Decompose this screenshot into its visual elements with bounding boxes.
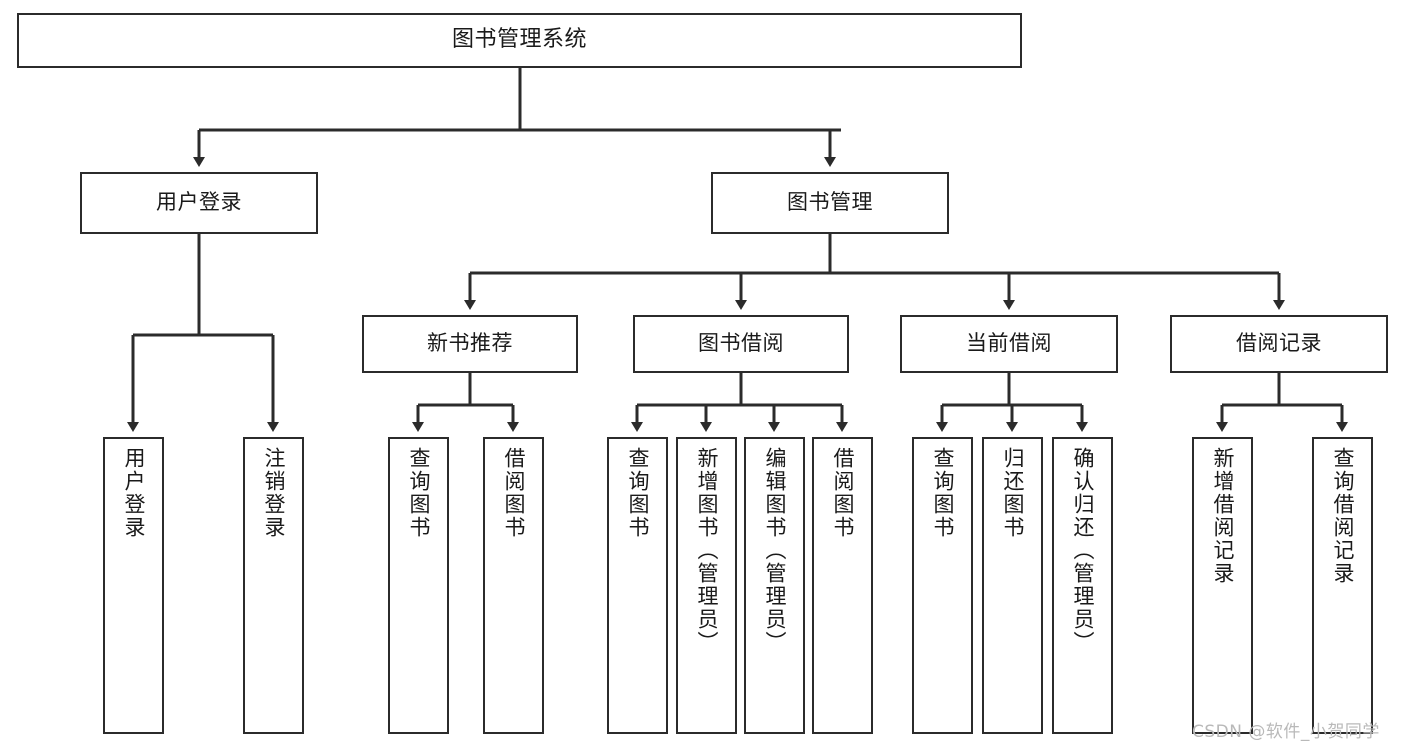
- node-label: 新增图书（管理员）: [695, 447, 719, 654]
- node-label: 查询图书: [407, 447, 431, 539]
- node-leaf-user-login[interactable]: 用户登录: [103, 437, 164, 734]
- node-book-manage[interactable]: 图书管理: [711, 172, 949, 234]
- node-label: 查询图书: [626, 447, 650, 539]
- node-leaf-logout-login[interactable]: 注销登录: [243, 437, 304, 734]
- node-leaf-return-book[interactable]: 归还图书: [982, 437, 1043, 734]
- node-label: 图书管理: [787, 190, 873, 215]
- node-label: 查询图书: [931, 447, 955, 539]
- node-user-login[interactable]: 用户登录: [80, 172, 318, 234]
- node-label: 当前借阅: [966, 331, 1052, 356]
- node-label: 图书借阅: [698, 331, 784, 356]
- node-leaf-borrow-book-2[interactable]: 借阅图书: [812, 437, 873, 734]
- node-label: 新书推荐: [427, 331, 513, 356]
- node-book-borrow[interactable]: 图书借阅: [633, 315, 849, 373]
- node-borrow-record[interactable]: 借阅记录: [1170, 315, 1388, 373]
- node-leaf-borrow-book-1[interactable]: 借阅图书: [483, 437, 544, 734]
- node-label: 归还图书: [1001, 447, 1025, 539]
- node-label: 用户登录: [122, 447, 146, 539]
- node-leaf-query-book-3[interactable]: 查询图书: [912, 437, 973, 734]
- node-leaf-confirm-return[interactable]: 确认归还（管理员）: [1052, 437, 1113, 734]
- node-new-book-recommend[interactable]: 新书推荐: [362, 315, 578, 373]
- node-label: 编辑图书（管理员）: [763, 447, 787, 654]
- node-label: 图书管理系统: [451, 27, 587, 53]
- node-leaf-query-record[interactable]: 查询借阅记录: [1312, 437, 1373, 734]
- node-label: 确认归还（管理员）: [1071, 447, 1095, 654]
- node-label: 新增借阅记录: [1211, 447, 1235, 585]
- node-leaf-query-book-1[interactable]: 查询图书: [388, 437, 449, 734]
- node-leaf-add-record[interactable]: 新增借阅记录: [1192, 437, 1253, 734]
- node-label: 注销登录: [262, 447, 286, 539]
- node-label: 查询借阅记录: [1331, 447, 1355, 585]
- node-current-borrow[interactable]: 当前借阅: [900, 315, 1118, 373]
- node-label: 借阅记录: [1236, 331, 1322, 356]
- node-label: 用户登录: [156, 190, 242, 215]
- node-leaf-add-book[interactable]: 新增图书（管理员）: [676, 437, 737, 734]
- node-root-system[interactable]: 图书管理系统: [17, 13, 1022, 68]
- node-leaf-edit-book[interactable]: 编辑图书（管理员）: [744, 437, 805, 734]
- node-label: 借阅图书: [502, 447, 526, 539]
- node-label: 借阅图书: [831, 447, 855, 539]
- node-leaf-query-book-2[interactable]: 查询图书: [607, 437, 668, 734]
